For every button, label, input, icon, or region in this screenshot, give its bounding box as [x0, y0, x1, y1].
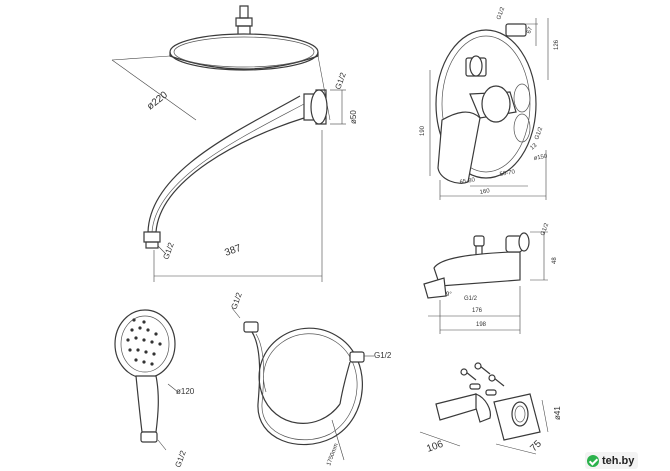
- mixer-hole-label: G1/2: [534, 126, 544, 141]
- arm-thread-label-top: G1/2: [333, 71, 348, 91]
- spout-thread-label: G1/2: [540, 222, 550, 237]
- arm-height-label: ø50: [349, 110, 358, 124]
- nozzle-dots: [126, 318, 162, 366]
- mixer-thread-label: G1/2: [496, 6, 506, 21]
- spout-length-label-2: 198: [476, 322, 487, 328]
- spout-length-label-1: 176: [472, 308, 483, 314]
- rain-diameter-label: ø220: [145, 89, 170, 112]
- mixer-depth-label-1: 67: [526, 26, 534, 35]
- hand-shower: ø120 G1/2: [114, 309, 195, 469]
- spout-inner-thread-label: G1/2: [464, 296, 478, 302]
- bath-spout: G1/2 48 9° G1/2 176 198: [423, 222, 558, 334]
- shower-hose: G1/2 G1/2 1750mm: [229, 291, 391, 467]
- mixer-valve: G1/2 67 126 190 13 65-80 50-70 160 ø150 …: [420, 6, 560, 200]
- holder-height-label: 75: [528, 438, 544, 454]
- shower-arm: 387 ø50 G1/2 G1/2: [143, 71, 358, 282]
- wall-holder: 106 75 ø41: [419, 362, 562, 455]
- spout-angle-label: 9°: [446, 292, 452, 298]
- watermark-text: teh.by: [602, 454, 635, 467]
- hose-thread-label-top: G1/2: [229, 291, 244, 311]
- hand-diameter-label: ø120: [176, 387, 195, 396]
- spout-height-label: 48: [552, 257, 558, 264]
- hose-length-label: 1750mm: [326, 443, 340, 467]
- mixer-depth-label-2: 126: [554, 39, 560, 50]
- rain-shower-head: ø220: [111, 5, 331, 121]
- mixer-offset-label: 13: [529, 142, 538, 151]
- holder-diameter-label: ø41: [553, 406, 562, 420]
- mixer-diameter-label: ø150: [533, 154, 548, 162]
- holder-width-label: 106: [425, 439, 445, 455]
- hand-thread-label: G1/2: [173, 449, 188, 469]
- hose-thread-label-right: G1/2: [374, 351, 392, 360]
- arm-thread-label-bottom: G1/2: [161, 241, 176, 261]
- mixer-width-label-3: 160: [479, 188, 491, 196]
- mixer-width-label-2: 50-70: [499, 169, 516, 178]
- checkmark-icon: [587, 454, 599, 467]
- watermark: teh.by: [585, 452, 639, 469]
- arm-length-label: 387: [223, 243, 243, 259]
- mixer-width-label-1: 65-80: [459, 177, 476, 186]
- screws: [460, 362, 505, 396]
- mixer-height-label: 190: [420, 125, 426, 136]
